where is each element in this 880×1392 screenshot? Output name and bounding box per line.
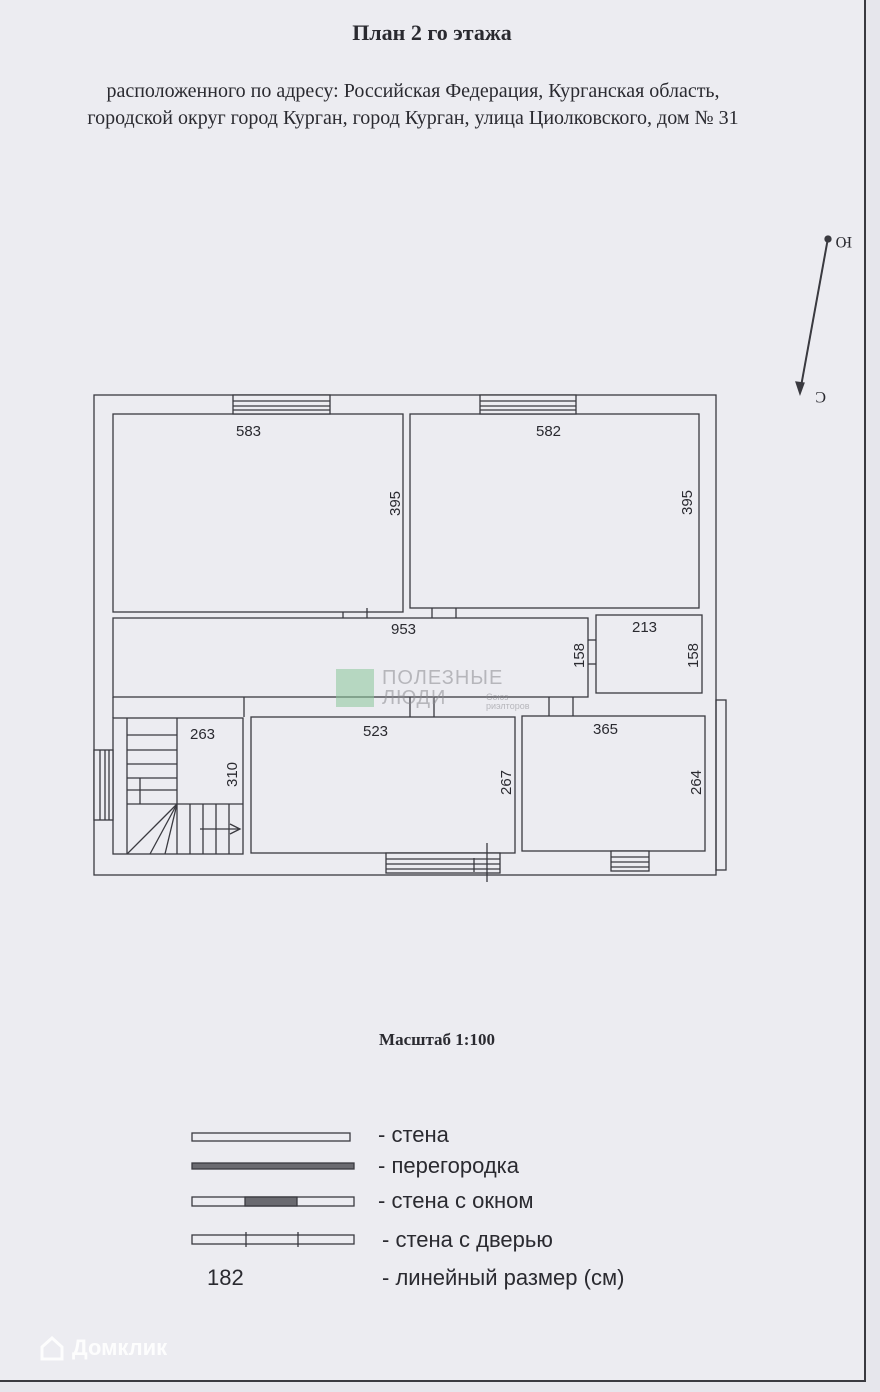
room-4-width: 213 [632, 619, 657, 636]
legend-dimension-sample: 182 [207, 1265, 244, 1290]
room-6 [250, 716, 516, 854]
window-bottom-left [385, 843, 501, 882]
legend-window-sample [191, 1196, 355, 1207]
window-top-right [479, 394, 577, 415]
legend-door-label: - стена с дверью [382, 1227, 553, 1252]
room-4 [595, 614, 703, 694]
legend-partition-label: - перегородка [378, 1153, 520, 1178]
domclick-watermark: Домклик [38, 1334, 167, 1362]
brand-name: Домклик [72, 1335, 168, 1360]
room-6-width: 523 [363, 723, 388, 740]
room-1-depth: 395 [387, 491, 404, 516]
legend-window-label: - стена с окном [378, 1188, 534, 1213]
address-line-2: городской округ город Курган, город Кург… [87, 107, 739, 129]
door-marks [112, 608, 596, 718]
watermark: ПОЛЕЗНЫЕ ЛЮДИ Союз риэлторов [336, 667, 530, 711]
watermark-line-2: ЛЮДИ [382, 687, 447, 709]
room-5-width: 263 [190, 726, 215, 743]
document-sheet [0, 0, 866, 1382]
legend-dimension-label: - линейный размер (см) [382, 1265, 625, 1290]
compass-label-south-top: Ю [836, 233, 852, 250]
room-2-width: 582 [536, 423, 561, 440]
room-1-width: 583 [236, 423, 261, 440]
house-icon [40, 1335, 64, 1361]
room-7-width: 365 [593, 721, 618, 738]
outer-wall [93, 394, 717, 876]
room-7-depth: 264 [688, 770, 705, 795]
compass-label-north-bottom: С [815, 388, 826, 405]
room-3-depth: 158 [571, 643, 588, 668]
window-west [93, 749, 114, 821]
watermark-line-1: ПОЛЕЗНЫЕ [382, 667, 504, 689]
window-bottom-right [610, 850, 650, 872]
window-top-left [232, 394, 331, 415]
address-line-1: расположенного по адресу: Российская Фед… [106, 80, 720, 102]
legend-door-sample [191, 1232, 355, 1247]
room-4-depth: 158 [685, 643, 702, 668]
compass-arrow [795, 235, 832, 396]
watermark-logo-icon [336, 669, 374, 707]
room-5-depth: 310 [224, 762, 241, 787]
room-1 [112, 413, 404, 613]
staircase [126, 718, 243, 855]
scale-label: Масштаб 1:100 [379, 1030, 495, 1049]
room-2 [409, 413, 700, 609]
legend-partition-sample [191, 1162, 355, 1170]
legend-wall-sample [191, 1132, 351, 1142]
watermark-note: Союз риэлторов [486, 692, 530, 711]
page-title: План 2 го этажа [352, 20, 512, 45]
outer-wall-east-bump [715, 699, 727, 871]
room-6-depth: 267 [498, 770, 515, 795]
room-3-width: 953 [391, 621, 416, 638]
legend-wall-label: - стена [378, 1122, 449, 1147]
room-2-depth: 395 [679, 490, 696, 515]
